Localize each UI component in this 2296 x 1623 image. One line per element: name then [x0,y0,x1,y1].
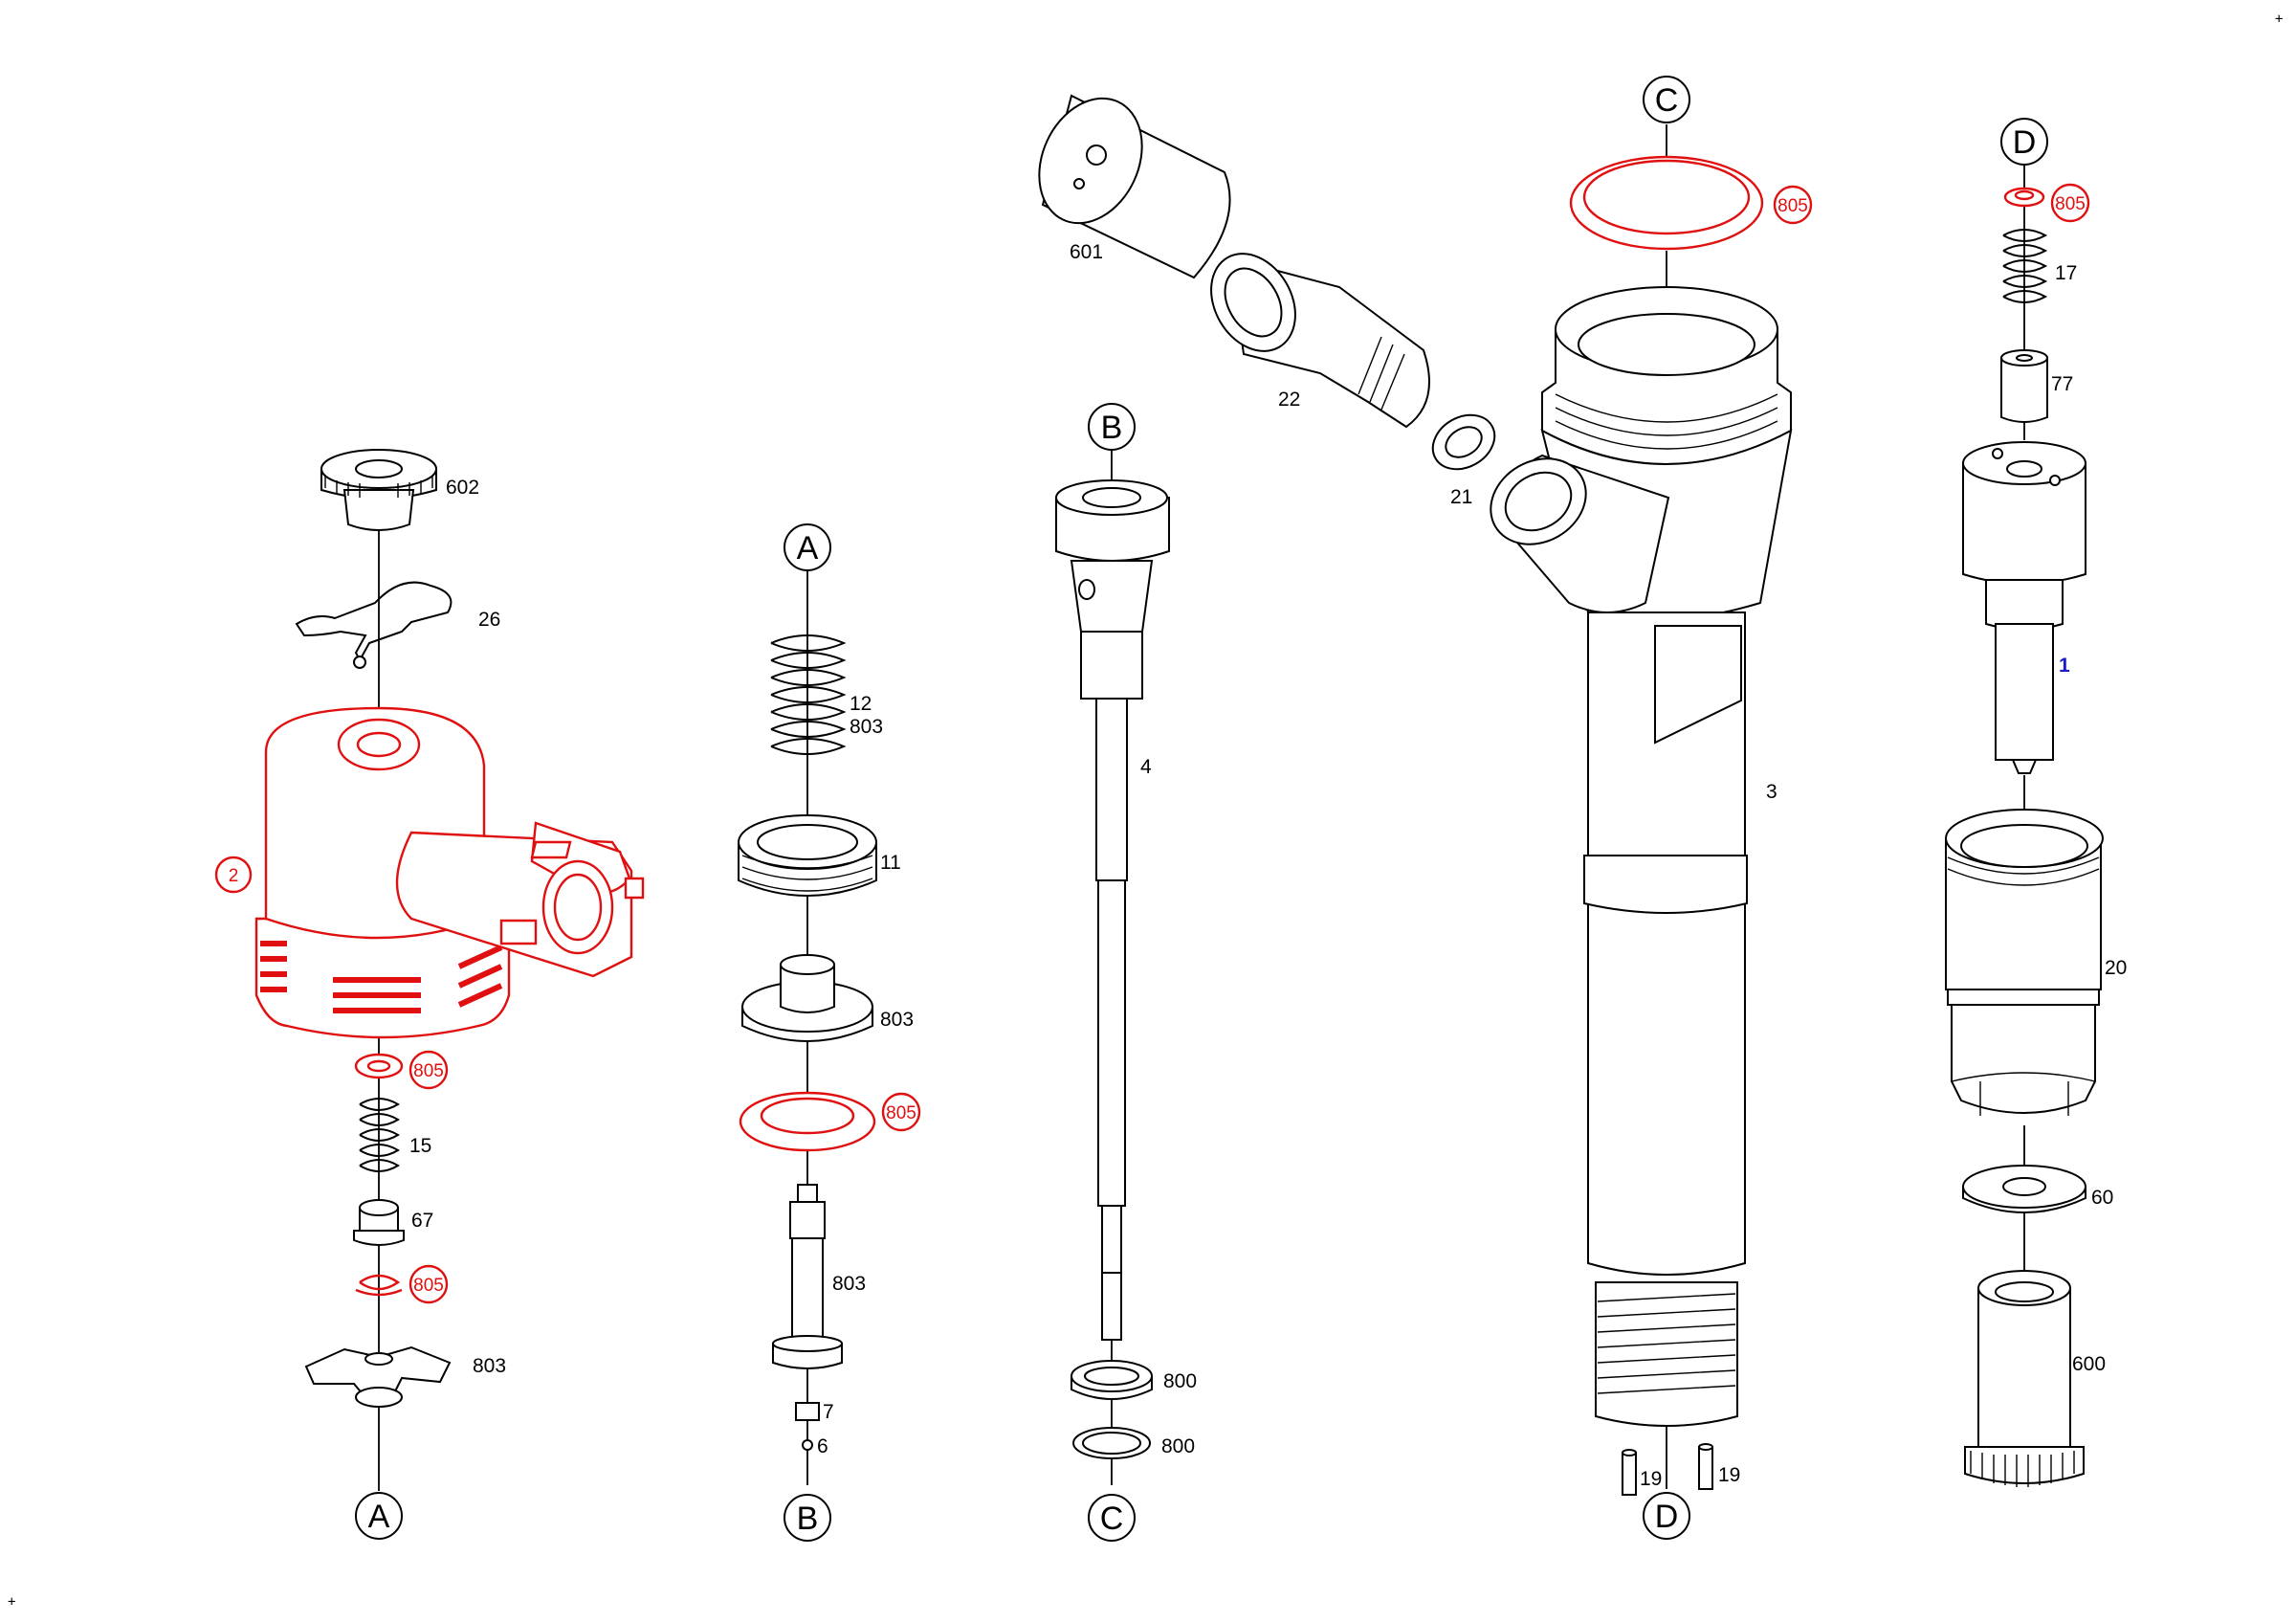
part-805-ring-3 [739,1091,876,1152]
group-column-4 [1490,124,1793,1496]
corner-mark-bottom-left: + [8,1594,15,1610]
label-21: 21 [1450,486,1472,508]
label-600: 600 [2072,1353,2106,1375]
label-1: 1 [2059,655,2070,677]
ref-b-bottom: B [784,1494,831,1542]
corner-mark-top-right: + [2275,11,2283,27]
label-17: 17 [2055,262,2077,284]
ref-b-top: B [1088,403,1136,451]
label-11: 11 [880,852,901,874]
label-805-5: 805 [2055,194,2086,214]
label-19-1: 19 [1640,1468,1662,1490]
part-11-nut [738,814,877,897]
part-77-spacer [2000,349,2048,423]
ref-b-bottom-label: B [797,1501,819,1537]
ref-d-bottom-label: D [1655,1499,1679,1535]
label-19-2: 19 [1718,1464,1740,1486]
part-3-injector-body [1490,286,1793,1427]
label-803-4: 803 [832,1273,866,1295]
part-17-spring [2002,229,2048,303]
label-805-1: 805 [413,1061,444,1081]
part-labels: 602 26 2 805 15 67 805 803 12 803 11 803… [214,183,2127,1490]
label-803-3: 803 [880,1009,914,1031]
label-601: 601 [1070,241,1103,263]
ref-c-top-label: C [1655,82,1679,119]
part-22-fitting [1210,253,1430,429]
group-column-2 [738,568,877,1485]
part-6-ball [802,1439,813,1451]
ref-d-bottom: D [1643,1492,1690,1540]
label-3: 3 [1766,781,1777,803]
ref-c-top: C [1643,76,1690,123]
ref-a-bottom: A [355,1492,403,1540]
ref-c-bottom: C [1088,1494,1136,1542]
label-803-2: 803 [850,716,883,738]
ref-a-bottom-label: A [368,1499,390,1535]
part-67-shim [353,1199,405,1246]
ref-d-top: D [2000,118,2048,166]
ref-d-top-label: D [2013,124,2037,161]
label-803-1: 803 [473,1355,506,1377]
label-67: 67 [411,1210,433,1232]
label-22: 22 [1278,389,1300,411]
part-19-pin-1 [1622,1449,1637,1496]
ref-a-top-label: A [797,530,819,567]
label-2: 2 [229,866,239,886]
part-4-valve-rod [1055,479,1170,1341]
part-26-clip [295,581,453,663]
label-6: 6 [817,1435,828,1457]
part-15-spring [359,1098,400,1172]
part-803-armature [304,1345,452,1408]
label-12: 12 [850,693,872,715]
part-20-nozzle-nut [1945,809,2104,1116]
part-7-ball-seat [795,1402,820,1421]
part-19-pin-2 [1698,1443,1713,1490]
part-805-ring-2 [359,1274,401,1291]
label-4: 4 [1140,756,1152,778]
part-803-pin [772,1184,843,1369]
label-26: 26 [478,609,500,631]
part-803-valve-piece [741,954,873,1042]
part-2-solenoid-housing [254,706,645,1039]
label-20: 20 [2105,957,2127,979]
reference-markers: A A B B C C D D [355,76,2048,1542]
part-1-nozzle [1962,441,2086,774]
label-77: 77 [2051,373,2073,395]
part-800-ring-2 [1072,1427,1151,1459]
part-805-ring-5 [2003,187,2045,208]
part-12-spring [770,634,847,755]
part-601-cap [1038,94,1231,279]
group-column-5 [1945,165,2104,1487]
label-602: 602 [446,477,479,499]
ref-a-top: A [784,523,831,571]
ref-b-top-label: B [1101,410,1123,446]
label-805-3: 805 [886,1103,916,1123]
part-600-sleeve [1964,1270,2085,1487]
label-800-2: 800 [1161,1435,1195,1457]
part-21-washer [1431,413,1496,471]
group-column-3 [1038,94,1496,1485]
part-800-washer-1 [1071,1360,1153,1400]
label-7: 7 [823,1401,834,1423]
label-800-1: 800 [1163,1370,1197,1392]
part-60-washer [1962,1165,2086,1213]
part-805-ring-4 [1569,155,1764,251]
label-15: 15 [409,1135,431,1157]
label-805-4: 805 [1777,196,1808,216]
label-60: 60 [2091,1187,2113,1209]
part-602-nut [320,449,437,531]
label-805-2: 805 [413,1276,444,1296]
group-column-1 [254,449,645,1491]
ref-c-bottom-label: C [1100,1501,1124,1537]
